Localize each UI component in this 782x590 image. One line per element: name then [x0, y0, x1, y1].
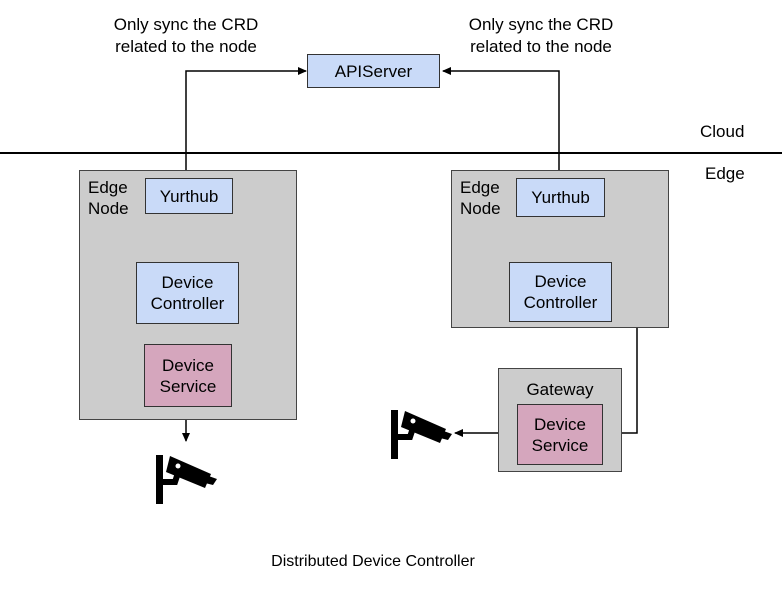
- left-device-controller-box[interactable]: Device Controller: [136, 262, 239, 324]
- right-edge-node-label: Edge Node: [460, 177, 501, 219]
- right-yurthub-label: Yurthub: [531, 188, 590, 207]
- cloud-region-label: Cloud: [700, 122, 745, 141]
- left-device-service-line2: Service: [159, 376, 217, 396]
- left-device-service-line1: Device: [162, 355, 214, 375]
- right-sync-note: Only sync the CRD related to the node: [450, 14, 632, 58]
- left-yurthub-box[interactable]: Yurthub: [145, 178, 233, 214]
- right-device-controller-box[interactable]: Device Controller: [509, 262, 612, 322]
- gateway-label: Gateway: [526, 380, 594, 399]
- gateway-device-service-line1: Device: [534, 414, 586, 434]
- right-device-controller-line2: Controller: [523, 293, 598, 312]
- left-sync-note-line2: related to the node: [115, 37, 257, 56]
- left-yurthub-to-apiserver-arrow: [185, 67, 307, 178]
- left-device-controller-line2: Controller: [150, 294, 225, 313]
- left-sync-note: Only sync the CRD related to the node: [95, 14, 277, 58]
- security-camera-icon: [156, 455, 217, 504]
- right-yurthub-box[interactable]: Yurthub: [516, 178, 605, 217]
- security-camera-icon: [391, 410, 452, 459]
- gateway-device-service-line2: Service: [531, 435, 589, 455]
- apiserver-label: APIServer: [334, 61, 413, 81]
- edge-region-label: Edge: [705, 164, 745, 183]
- left-device-service-box[interactable]: Device Service: [144, 344, 232, 407]
- right-device-controller-line1: Device: [534, 272, 587, 291]
- left-edge-node-label-line2: Node: [88, 199, 129, 218]
- right-yurthub-to-apiserver-arrow: [442, 67, 560, 176]
- left-edge-node-label-line1: Edge: [88, 178, 128, 197]
- right-sync-note-line1: Only sync the CRD: [468, 15, 614, 34]
- left-device-controller-line1: Device: [161, 273, 214, 292]
- right-edge-node-label-line1: Edge: [460, 178, 500, 197]
- apiserver-box[interactable]: APIServer: [307, 54, 440, 88]
- diagram-caption: Distributed Device Controller: [271, 553, 475, 570]
- gateway-device-service-box[interactable]: Device Service: [517, 404, 603, 465]
- left-edge-node-label: Edge Node: [88, 177, 129, 219]
- right-sync-note-line2: related to the node: [470, 37, 612, 56]
- right-edge-node-label-line2: Node: [460, 199, 501, 218]
- left-sync-note-line1: Only sync the CRD: [113, 15, 259, 34]
- left-yurthub-label: Yurthub: [159, 186, 219, 206]
